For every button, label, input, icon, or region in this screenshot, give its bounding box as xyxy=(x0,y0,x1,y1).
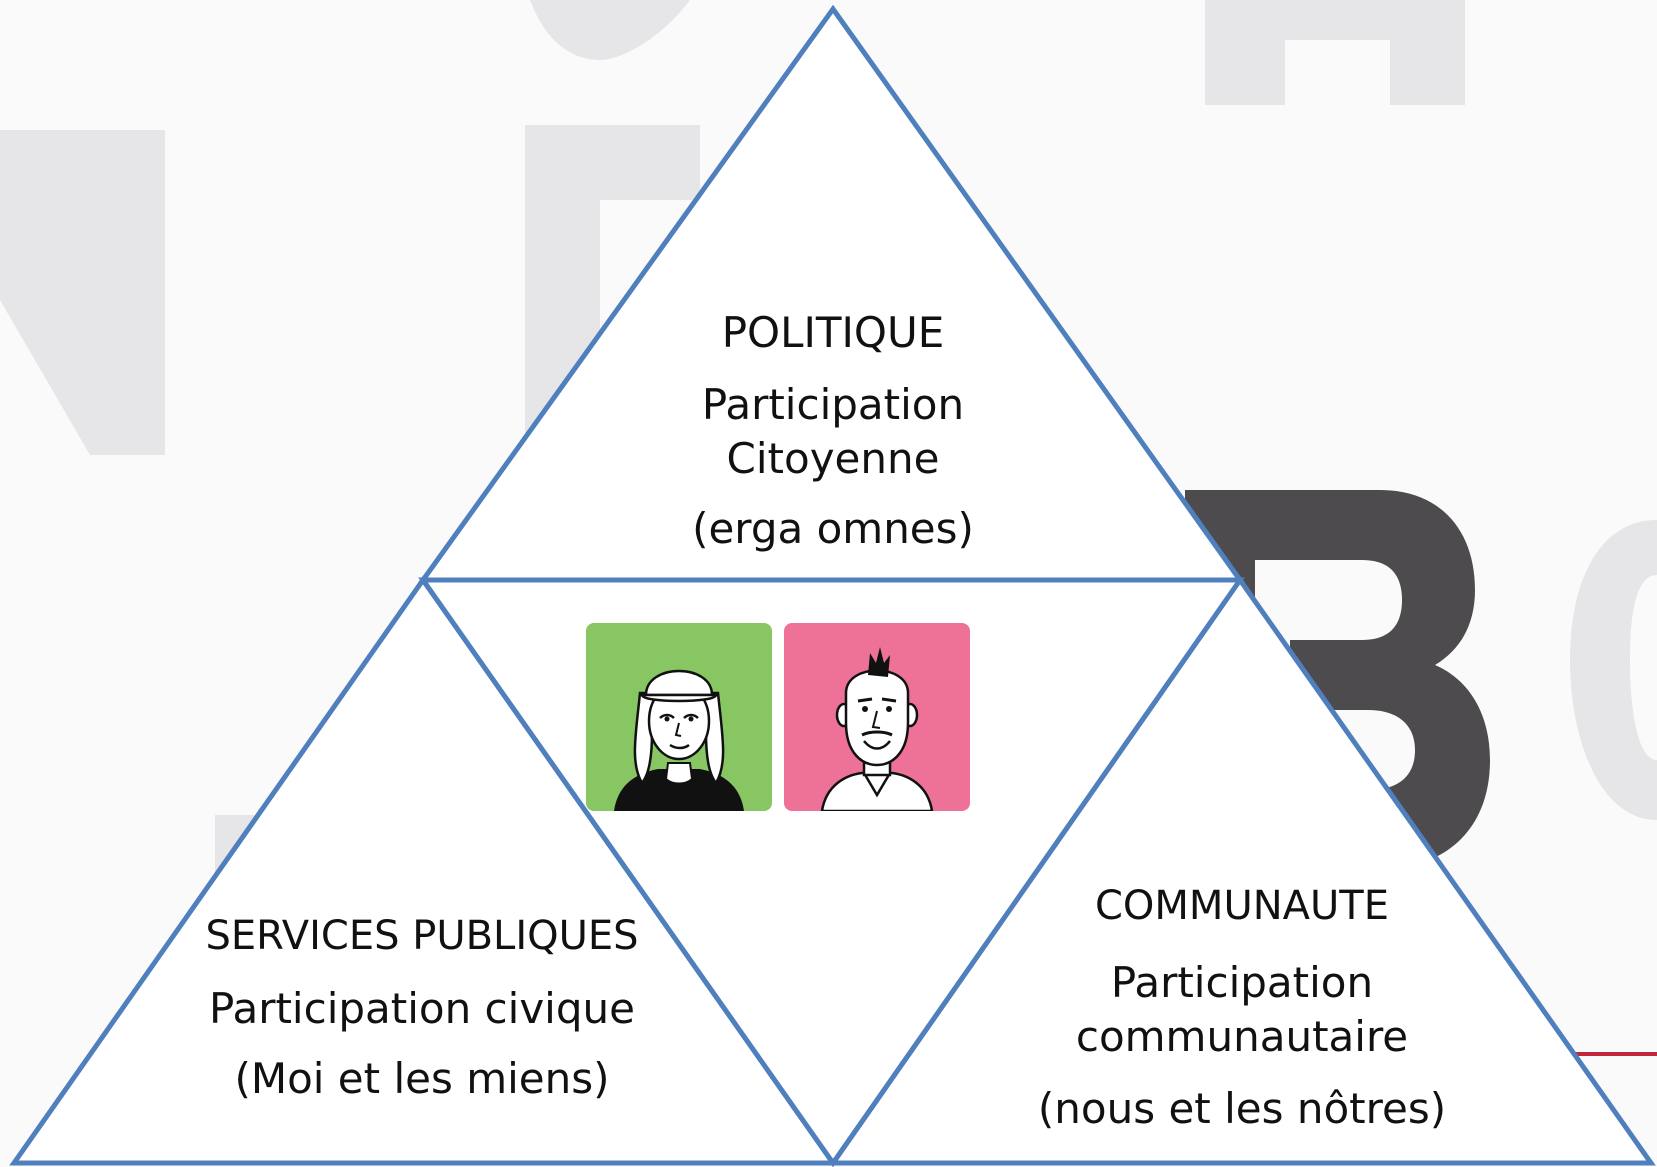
top-line3: (erga omnes) xyxy=(692,504,974,553)
right-line2: communautaire xyxy=(1075,1012,1409,1061)
top-title: POLITIQUE xyxy=(721,308,945,357)
right-title: COMMUNAUTE xyxy=(1095,883,1389,929)
top-line1: Participation xyxy=(701,380,965,429)
right-line3: (nous et les nôtres) xyxy=(1037,1084,1447,1133)
right-label: COMMUNAUTE Participation communautaire (… xyxy=(1002,886,1482,1130)
left-label: SERVICES PUBLIQUES Participation civique… xyxy=(162,916,682,1100)
top-line2: Citoyenne xyxy=(726,434,940,483)
avatar-group xyxy=(586,623,974,811)
top-label: POLITIQUE Participation Citoyenne (erga … xyxy=(633,312,1033,550)
left-line2: (Moi et les miens) xyxy=(234,1054,610,1103)
man-mohawk-avatar-icon xyxy=(784,623,970,811)
right-line1: Participation xyxy=(1110,958,1374,1007)
left-line1: Participation civique xyxy=(209,984,635,1033)
woman-cap-avatar-icon xyxy=(586,623,772,811)
left-title: SERVICES PUBLIQUES xyxy=(205,913,639,959)
